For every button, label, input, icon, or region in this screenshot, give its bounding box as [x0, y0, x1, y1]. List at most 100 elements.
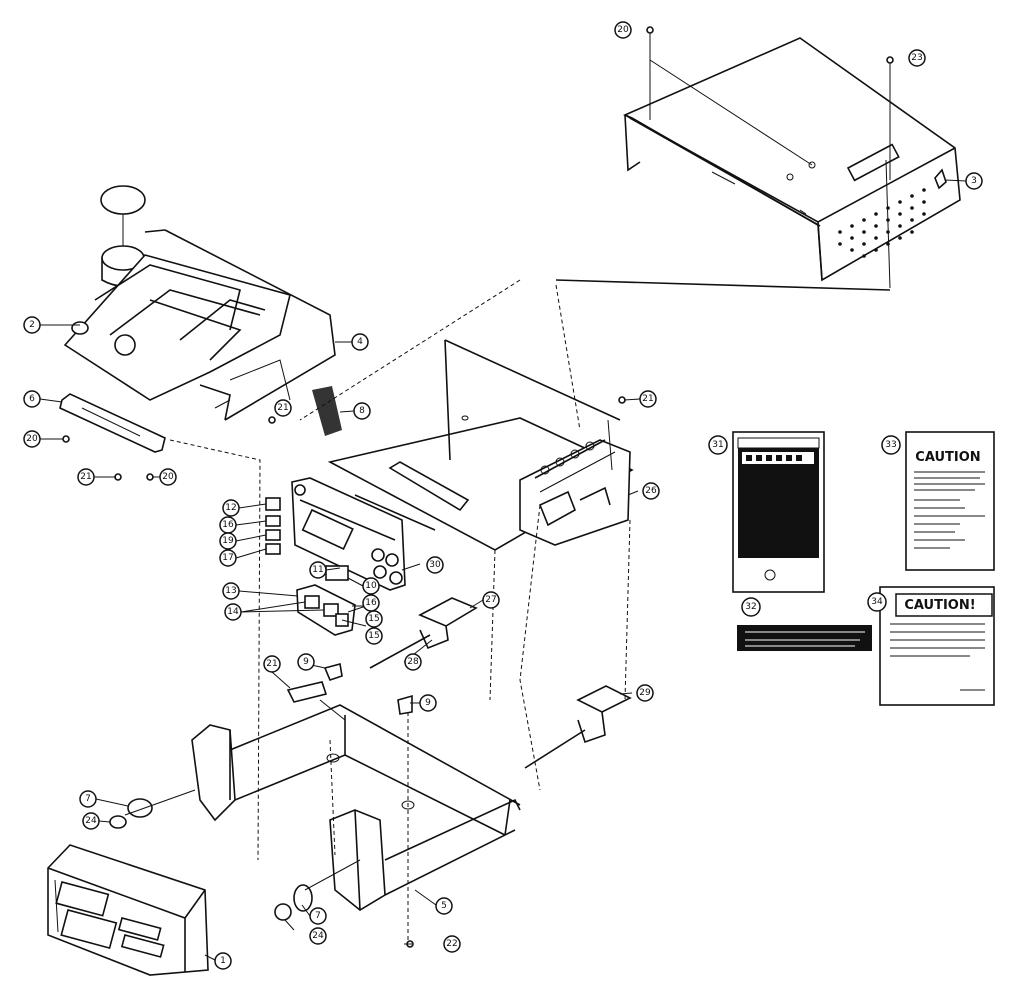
sticker-31: AZDEN: [732, 431, 825, 593]
svg-text:9: 9: [303, 657, 309, 667]
svg-text:15: 15: [368, 614, 379, 624]
svg-text:12: 12: [225, 503, 236, 513]
callout-1: 1: [214, 952, 232, 970]
svg-text:7: 7: [85, 794, 91, 804]
svg-text:15: 15: [368, 631, 379, 641]
svg-text:17: 17: [222, 553, 233, 563]
svg-text:10: 10: [365, 581, 377, 591]
slider-part-27: [369, 597, 478, 669]
callout-32: 32: [741, 597, 761, 617]
main-pcb: [327, 339, 634, 551]
svg-text:24: 24: [312, 931, 324, 941]
svg-text:6: 6: [29, 394, 35, 404]
svg-text:26: 26: [645, 486, 657, 496]
small-parts: [62, 26, 894, 948]
sticker-33-title: CAUTION: [915, 450, 980, 465]
sticker-31-brand: AZDEN: [783, 562, 806, 569]
callout-15a: 15: [365, 610, 383, 628]
chassis-frame: [191, 699, 521, 911]
svg-text:3: 3: [971, 176, 977, 186]
svg-text:20: 20: [26, 434, 38, 444]
svg-text:14: 14: [227, 607, 239, 617]
tape-mechanism: [63, 185, 336, 421]
svg-text:21: 21: [266, 659, 277, 669]
callout-13: 13: [222, 582, 240, 600]
callout-24b: 24: [309, 927, 327, 945]
svg-text:16: 16: [222, 520, 234, 530]
svg-text:22: 22: [446, 939, 457, 949]
callouts: 1 2 3 4 5 6 7 7 8 9 9 10 11 12 13 14 15 …: [23, 21, 983, 970]
callout-20c: 20: [614, 21, 632, 39]
svg-text:9: 9: [425, 698, 431, 708]
callout-21a: 21: [77, 468, 95, 486]
svg-text:20: 20: [162, 472, 174, 482]
callout-26: 26: [642, 482, 660, 500]
callout-18: 18: [220, 517, 236, 533]
svg-text:19: 19: [222, 536, 234, 546]
callout-21b: 21: [274, 399, 292, 417]
svg-text:16: 16: [365, 598, 377, 608]
callout-19: 19: [219, 532, 237, 550]
callout-17: 17: [219, 549, 237, 567]
callout-20b: 20: [159, 468, 177, 486]
svg-text:32: 32: [745, 602, 756, 612]
sticker-34: CAUTION!: [879, 586, 995, 706]
callout-27: 27: [482, 591, 500, 609]
callout-2: 2: [23, 316, 41, 334]
svg-text:21: 21: [642, 394, 653, 404]
callout-10: 10: [362, 577, 380, 595]
callout-24a: 24: [82, 812, 100, 830]
callout-29: 29: [636, 684, 654, 702]
svg-text:13: 13: [225, 586, 236, 596]
callout-34: 34: [867, 592, 887, 612]
slider-part-29: [524, 685, 632, 769]
callout-9a: 9: [297, 653, 315, 671]
svg-text:1: 1: [220, 956, 226, 966]
callout-9b: 9: [419, 694, 437, 712]
svg-text:4: 4: [357, 337, 363, 347]
front-panel: [47, 844, 209, 976]
callout-6: 6: [23, 390, 41, 408]
cover-vent-holes: [838, 188, 926, 258]
callout-21c: 21: [639, 390, 657, 408]
guide-lines: [124, 279, 631, 940]
callout-21d: 21: [263, 655, 281, 673]
callout-23: 23: [908, 49, 926, 67]
svg-text:2: 2: [29, 320, 35, 330]
button-stack: [265, 497, 281, 555]
pad-part-8: [312, 386, 342, 436]
svg-text:27: 27: [485, 595, 496, 605]
svg-text:29: 29: [639, 688, 651, 698]
svg-text:33: 33: [885, 440, 896, 450]
svg-text:21: 21: [277, 403, 288, 413]
callout-14: 14: [224, 603, 242, 621]
svg-text:34: 34: [871, 597, 883, 607]
callout-16a: 16: [362, 594, 380, 612]
callout-28: 28: [404, 653, 422, 671]
callout-5: 5: [435, 897, 453, 915]
callout-15b: 15: [365, 627, 383, 645]
sticker-33: CAUTION: [905, 431, 995, 571]
callout-7b: 7: [309, 907, 327, 925]
svg-text:30: 30: [429, 560, 441, 570]
sticker-32: [737, 625, 872, 651]
callout-4: 4: [351, 333, 369, 351]
callout-7a: 7: [79, 790, 97, 808]
svg-text:5: 5: [441, 901, 447, 911]
callout-31: 31: [708, 435, 728, 455]
callout-11: 11: [309, 561, 327, 579]
callout-leaders: [39, 179, 967, 961]
sticker-34-title: CAUTION!: [904, 598, 975, 613]
svg-text:31: 31: [712, 440, 723, 450]
svg-text:7: 7: [315, 911, 321, 921]
svg-text:23: 23: [911, 53, 922, 63]
callout-12: 12: [222, 499, 240, 517]
callout-3: 3: [965, 172, 983, 190]
callout-30: 30: [426, 556, 444, 574]
svg-text:8: 8: [359, 406, 365, 416]
callout-8: 8: [353, 402, 371, 420]
top-cover: [622, 37, 961, 282]
svg-text:11: 11: [312, 565, 323, 575]
callout-22: 22: [443, 935, 461, 953]
